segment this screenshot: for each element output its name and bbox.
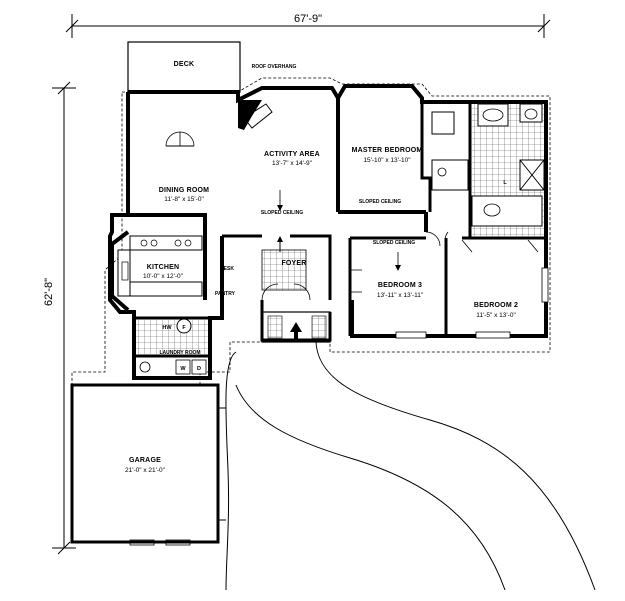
activity-area-label: ACTIVITY AREA [264,151,320,158]
kitchen-label: KITCHEN [147,264,180,271]
linen-label: L [503,180,507,186]
roof-overhang-label: ROOF OVERHANG [252,64,297,70]
bedroom-2-label: BEDROOM 2 [474,302,518,309]
kitchen-counters [117,235,203,297]
activity-area-size: 13'-7" x 14'-9" [272,160,313,167]
sloped-ceiling-master-label: SLOPED CEILING [359,199,401,205]
foyer-label: FOYER [281,260,306,267]
sloped-ceiling-activity-label: SLOPED CEILING [261,210,303,216]
bedroom-2-size: 11'-5" x 13'-0" [476,312,516,319]
kitchen-bay-wall [110,230,130,312]
master-bedroom-label: MASTER BEDROOM [352,147,423,154]
width-dimension-line [65,14,551,38]
bedroom-doors [350,231,539,293]
driveway [225,341,596,591]
bedroom-3-label: BEDROOM 3 [378,282,422,289]
laundry-room-label: LAUNDRY ROOM [159,350,200,356]
washer-label: W [180,366,186,372]
master-bath-fixtures [431,103,545,227]
garage-walls [70,383,220,544]
fireplace [238,100,262,130]
windows [129,267,549,546]
deck-french-doors [165,131,195,147]
garage-label: GARAGE [129,457,161,464]
kitchen-size: 10'-0" x 12'-0" [143,273,184,280]
furnace-label: F [182,325,186,331]
sloped-ceiling-bed3-label: SLOPED CEILING [373,240,415,246]
dining-room-size: 11'-8" x 15'-0" [164,196,204,203]
pantry-label: PANTRY [215,291,236,297]
sloped-ceiling-arrows [277,190,401,271]
deck-label: DECK [174,61,195,68]
garage-size: 21'-0" x 21'-0" [125,467,166,474]
width-dimension-label: 67'-9" [294,13,322,25]
master-bedroom-size: 15'-10" x 13'-10" [363,157,411,164]
foyer-steps [261,249,311,301]
bedroom-3-size: 13'-11" x 13'-11" [377,292,424,299]
laundry-tile [136,320,208,354]
laundry-fixtures [139,318,207,375]
dining-room-label: DINING ROOM [159,187,209,194]
dryer-label: D [197,366,201,372]
front-porch [261,311,331,343]
roof-overhang-outline [71,77,551,386]
water-heater-label: HW [162,325,172,331]
height-dimension-line [52,81,76,555]
desk-label: DESK [220,266,234,272]
height-dimension-label: 62'-8" [43,278,55,306]
entry-arrow-icon [277,236,283,252]
